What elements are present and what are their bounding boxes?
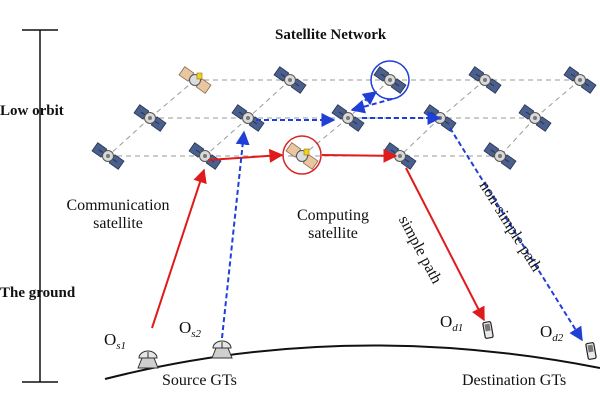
computing-satellite-label: Computing satellite bbox=[283, 207, 383, 244]
node-s1-symbol: O bbox=[104, 330, 117, 349]
inter-orbit-link bbox=[534, 79, 581, 119]
computing-label-line2: satellite bbox=[308, 225, 358, 243]
node-d2-subscript: d2 bbox=[552, 332, 564, 345]
ground-surface bbox=[104, 344, 600, 380]
node-s2: Os2 bbox=[179, 318, 201, 341]
inter-orbit-link bbox=[149, 79, 196, 119]
communication-label-line1: Communication bbox=[66, 197, 170, 214]
node-s2-symbol: O bbox=[179, 318, 192, 337]
layer-label-low-orbit: Low orbit bbox=[0, 103, 64, 119]
ground-station-icon bbox=[211, 340, 233, 359]
mobile-terminal-icon bbox=[585, 342, 597, 360]
node-s1: Os1 bbox=[104, 330, 126, 353]
inter-orbit-link bbox=[499, 117, 536, 157]
non-simple-path bbox=[221, 91, 583, 342]
computing-label-line1: Computing bbox=[296, 207, 369, 224]
mobile-terminal-icon bbox=[482, 321, 494, 339]
ground-station-icon bbox=[137, 350, 159, 369]
layer-label-ground: The ground bbox=[0, 285, 76, 301]
node-d1-subscript: d1 bbox=[452, 322, 464, 335]
communication-label-line2: satellite bbox=[93, 215, 143, 233]
inter-orbit-link bbox=[107, 117, 151, 157]
diagram-title: Satellite Network bbox=[275, 27, 387, 43]
inter-orbit-link bbox=[204, 117, 249, 157]
node-d1-symbol: O bbox=[440, 312, 453, 331]
node-d2-symbol: O bbox=[540, 322, 553, 341]
source-gts-label: Source GTs bbox=[162, 372, 237, 389]
inter-orbit-link bbox=[439, 79, 486, 119]
simple-path bbox=[151, 148, 485, 329]
communication-satellite-label: Communication satellite bbox=[52, 197, 184, 234]
node-s2-subscript: s2 bbox=[191, 328, 202, 341]
node-d1: Od1 bbox=[440, 312, 463, 335]
destination-gts-label: Destination GTs bbox=[462, 372, 567, 389]
layer-scale bbox=[22, 29, 58, 383]
inter-orbit-link bbox=[399, 117, 441, 157]
inter-orbit-link bbox=[247, 79, 291, 119]
inter-orbit-link bbox=[347, 79, 391, 119]
node-d2: Od2 bbox=[540, 322, 563, 345]
inter-orbit-link bbox=[301, 117, 349, 157]
constellation-grid bbox=[91, 66, 597, 170]
node-s1-subscript: s1 bbox=[116, 340, 127, 353]
